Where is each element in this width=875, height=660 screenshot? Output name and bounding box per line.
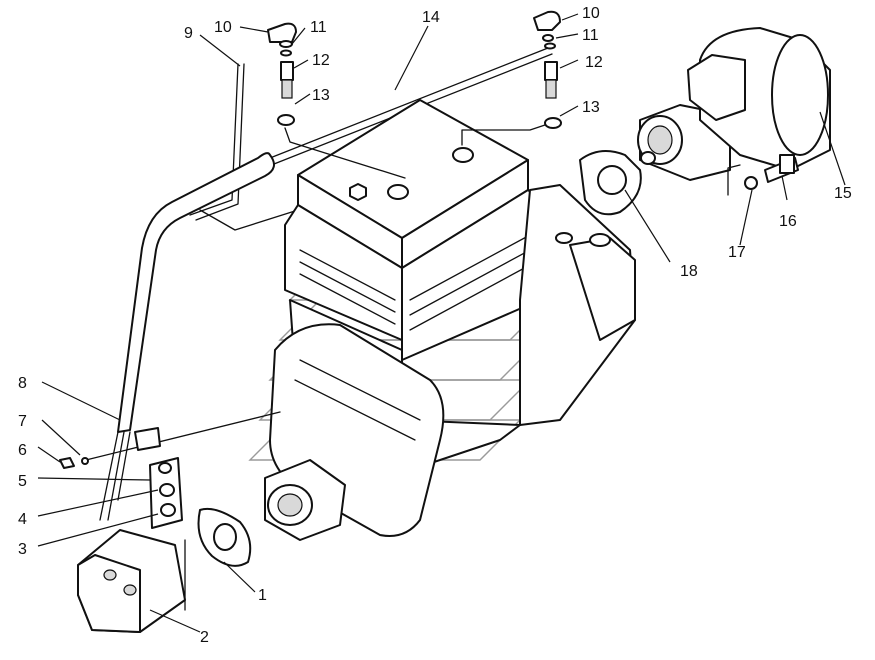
- callout-10-right: 10: [582, 5, 600, 22]
- starter-motor-part-15: [637, 27, 831, 181]
- bolt-parts-16-17: [727, 154, 799, 196]
- spark-plug-right-parts: [533, 10, 562, 129]
- callout-13-right: 13: [582, 99, 600, 116]
- callout-6: 6: [18, 442, 27, 459]
- engine-assembly: [264, 99, 636, 541]
- callout-10-left: 10: [214, 19, 232, 36]
- callout-16: 16: [779, 213, 797, 230]
- callout-17: 17: [728, 244, 746, 261]
- callout-15: 15: [834, 185, 852, 202]
- line-13-right: [461, 123, 549, 146]
- callout-13-left: 13: [312, 87, 330, 104]
- line-13-left: [284, 127, 406, 179]
- spark-plug-left-parts: [267, 22, 297, 126]
- callout-labels: 1 2 3 4 5 6 7 8 9 10 10 11 11 12 12 13 1…: [18, 5, 852, 646]
- callout-2: 2: [200, 629, 209, 646]
- callout-9: 9: [184, 25, 193, 42]
- callout-18: 18: [680, 263, 698, 280]
- callout-5: 5: [18, 473, 27, 490]
- callout-12-right: 12: [585, 54, 603, 71]
- callout-14: 14: [422, 9, 440, 26]
- callout-11-right: 11: [582, 27, 599, 44]
- callout-4: 4: [18, 511, 27, 528]
- left-lower-parts: [59, 411, 281, 633]
- callout-12-left: 12: [312, 52, 330, 69]
- callout-leaders: [37, 13, 846, 633]
- gasket-part-18: [579, 150, 642, 216]
- callout-11-left: 11: [310, 19, 327, 36]
- callout-7: 7: [18, 413, 27, 430]
- callout-3: 3: [18, 541, 27, 558]
- callout-1: 1: [258, 587, 267, 604]
- hose-part-8: [99, 152, 275, 521]
- callout-8: 8: [18, 375, 27, 392]
